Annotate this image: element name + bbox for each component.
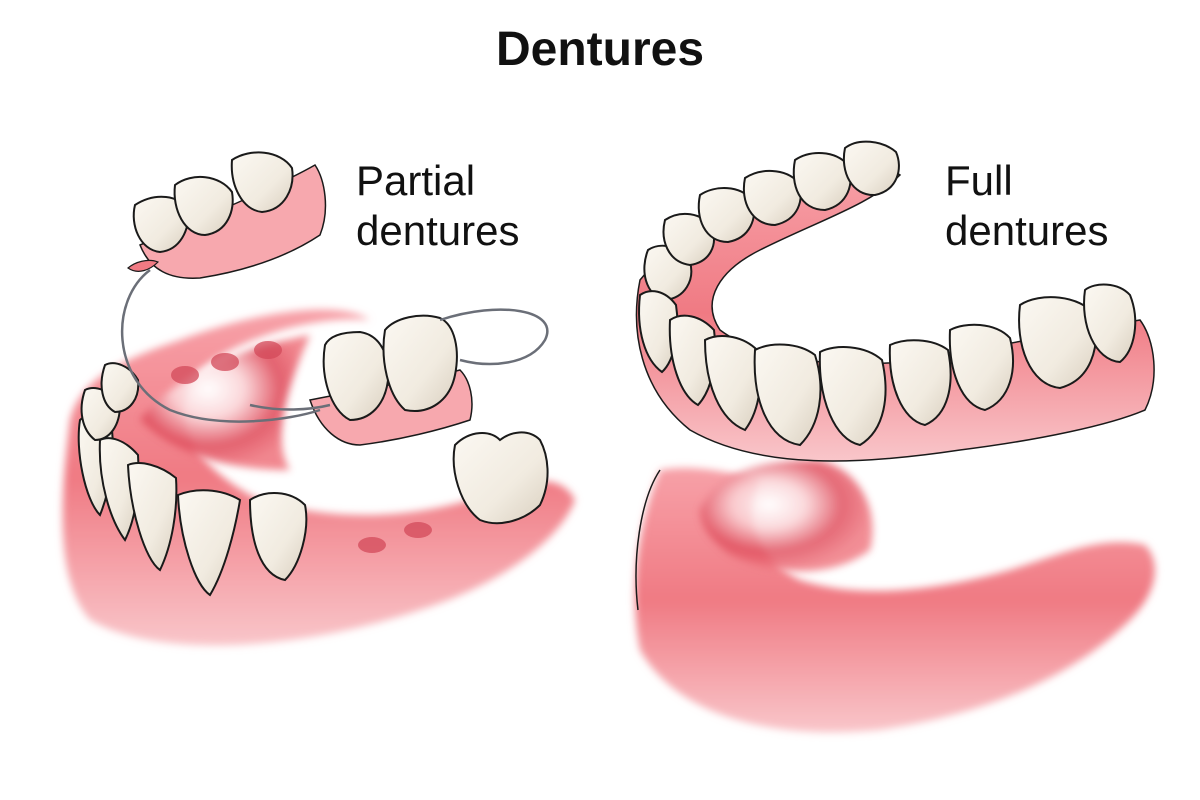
partial-label-line1: Partial [356,157,476,204]
partial-dentures-label: Partial dentures [356,156,519,256]
partial-label-line2: dentures [356,207,520,254]
full-denture-group [635,140,1155,733]
full-lower-gum [635,468,1155,733]
full-upper-teeth-back [643,140,900,302]
full-label-line2: dentures [945,207,1109,254]
partial-denture-group [62,151,575,646]
full-upper-teeth-front [638,283,1137,447]
isolated-molar [452,431,549,525]
diagram-title: Dentures [495,23,705,76]
removable-section-right-teeth [322,314,458,422]
full-label-line1: Full [945,157,1013,204]
full-dentures-label: Full dentures [945,156,1108,256]
missing-tooth-sockets [171,341,432,553]
partial-lower-teeth [77,362,308,597]
removable-section-upper-teeth [132,151,294,254]
clasp-wire [120,269,549,423]
